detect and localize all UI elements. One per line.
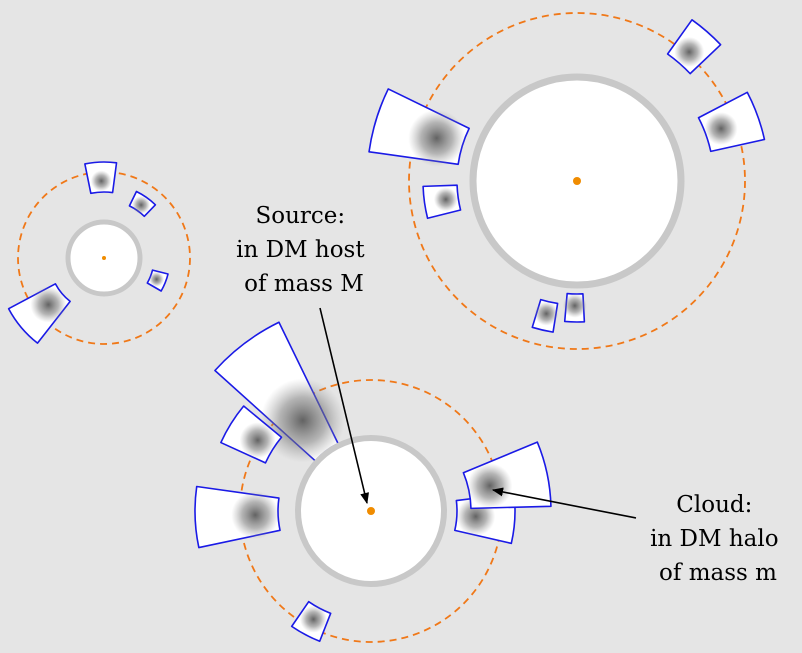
source-dot xyxy=(102,256,106,260)
orbit-dashed-circle xyxy=(17,171,191,345)
cloud-wedge xyxy=(697,91,766,153)
cloud-blob xyxy=(30,286,67,323)
source-dot xyxy=(573,177,581,185)
cloud-wedge xyxy=(146,269,169,292)
cloud-wedge xyxy=(7,283,71,344)
cloud-wedge xyxy=(531,298,559,333)
cloud-wedge xyxy=(562,292,587,323)
cloud-wedge xyxy=(84,161,118,195)
source-arrow xyxy=(319,307,369,505)
source-label: Source: in DM host of mass M xyxy=(236,203,372,297)
cloud-arrow xyxy=(491,487,637,519)
cloud-blob xyxy=(433,187,458,212)
cloud-blob xyxy=(90,170,112,192)
cloud-wedge xyxy=(220,405,283,464)
cloud-blob xyxy=(562,293,587,318)
cloud-blob xyxy=(408,109,466,167)
cloud-blob xyxy=(239,422,276,459)
cloud-label: Cloud: in DM halo of mass m xyxy=(650,492,786,586)
cloud-wedge xyxy=(128,190,157,218)
cloud-blob xyxy=(299,605,327,633)
cloud-blob xyxy=(674,36,705,67)
cloud-wedge xyxy=(462,441,552,510)
halo-system-bottom xyxy=(194,321,552,643)
source-label-line-2: in DM host xyxy=(236,237,365,263)
cloud-label-line-1: Cloud: xyxy=(676,492,752,518)
halo-system-small xyxy=(7,161,191,345)
cloud-wedge xyxy=(194,485,281,549)
cloud-wedge xyxy=(290,600,332,643)
source-label-line-1: Source: xyxy=(256,203,346,229)
source-label-line-3: of mass M xyxy=(244,271,364,297)
cloud-blob xyxy=(149,271,165,287)
cloud-blob xyxy=(704,112,738,146)
halo-system-large xyxy=(368,12,766,350)
cloud-blob xyxy=(231,491,280,540)
halo-systems xyxy=(7,12,766,643)
cloud-blob xyxy=(260,378,345,463)
orbit-dashed-circle xyxy=(408,12,746,350)
cloud-label-line-2: in DM halo xyxy=(650,526,779,552)
cloud-blob xyxy=(467,463,513,509)
cloud-blob xyxy=(534,301,559,326)
cloud-wedge xyxy=(214,321,345,463)
cloud-wedge xyxy=(422,184,462,220)
cloud-label-line-3: of mass m xyxy=(659,560,777,586)
cloud-blob xyxy=(132,195,151,214)
cloud-wedge xyxy=(666,19,722,75)
cloud-wedge xyxy=(368,88,470,167)
source-dot xyxy=(367,507,375,515)
